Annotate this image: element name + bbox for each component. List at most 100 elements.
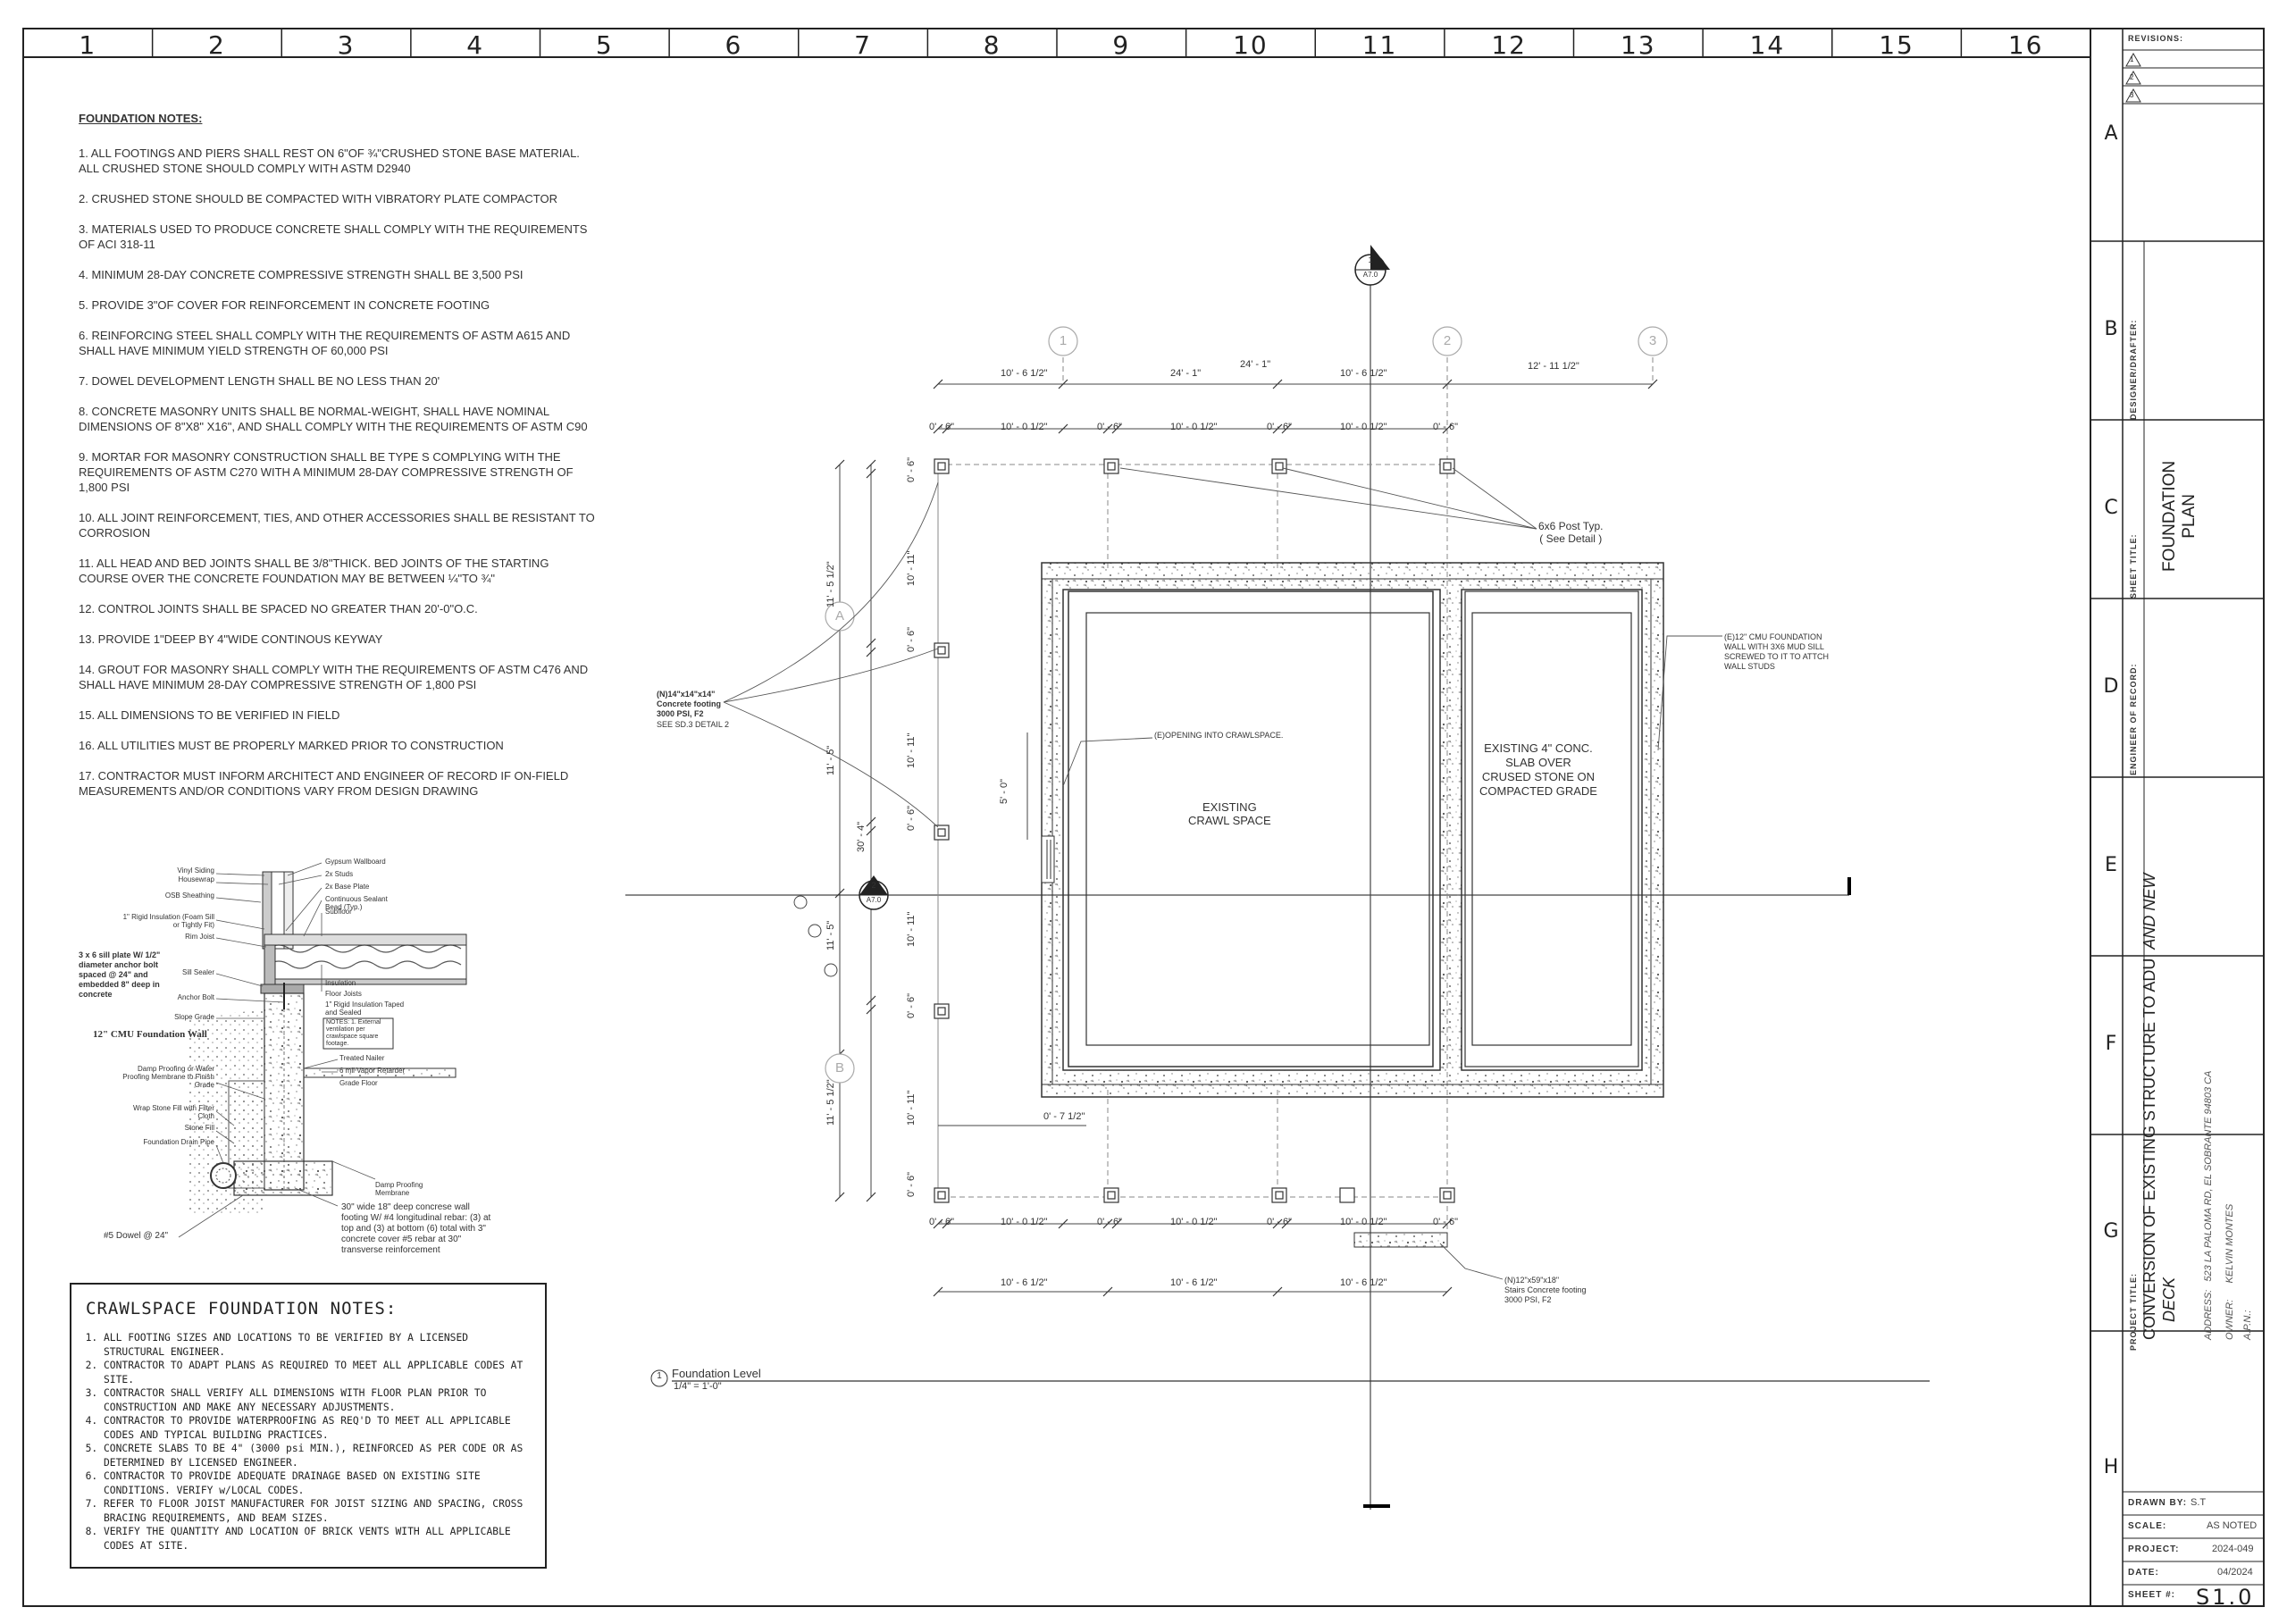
dimension-label: 10' - 6 1/2" xyxy=(1170,1277,1218,1288)
detail-left-label: Vinyl Siding xyxy=(177,866,214,875)
foundation-note-item: 16. ALL UTILITIES MUST BE PROPERLY MARKE… xyxy=(79,739,504,752)
dimension-label-vertical: 11' - 5" xyxy=(825,920,836,950)
dimension-label: 0' - 6" xyxy=(929,1217,955,1227)
foundation-notes: FOUNDATION NOTES: 1. ALL FOOTINGS AND PI… xyxy=(79,111,597,814)
column-number: 11 xyxy=(1361,30,1398,60)
view-scale: 1/4" = 1'-0" xyxy=(674,1381,722,1392)
dimension-label: 24' - 1" xyxy=(1240,359,1271,370)
dimension-label-vertical: 5' - 0" xyxy=(999,778,1009,804)
dimension-label: 0' - 6" xyxy=(1267,422,1293,432)
dimension-label: 10' - 0 1/2" xyxy=(1340,422,1387,432)
project-apn: A.P.N.: xyxy=(2242,1310,2253,1340)
dimension-label: 10' - 0 1/2" xyxy=(1001,422,1048,432)
detail-left-label: Rim Joist xyxy=(185,933,214,941)
designer-label: DESIGNER/DRAFTER: xyxy=(2129,319,2138,420)
grid-bubble-label: 3 xyxy=(1648,333,1657,348)
detail-right-label: 6 mil Vapor Retarder xyxy=(339,1067,406,1075)
date-label: DATE: xyxy=(2128,1568,2159,1578)
column-number: 9 xyxy=(1112,30,1131,60)
post-label: 6x6 Post Typ. ( See Detail ) xyxy=(1538,520,1604,545)
footing-note: 30" wide 18" deep concrese wall footing … xyxy=(341,1202,491,1255)
column-number: 6 xyxy=(725,30,743,60)
row-letter: A xyxy=(2104,122,2118,145)
sheet-title: FOUNDATION PLAN xyxy=(2160,460,2199,572)
crawlspace-note-item: CONTRACTOR TO PROVIDE ADEQUATE DRAINAGE … xyxy=(104,1469,532,1497)
detail-left-label: Housewrap xyxy=(178,875,214,883)
foundation-note-item: 10. ALL JOINT REINFORCEMENT, TIES, AND O… xyxy=(79,511,595,540)
dimension-label: 10' - 6 1/2" xyxy=(1001,368,1048,379)
section-marker-number: 2 xyxy=(871,881,876,890)
dimension-label: 12' - 11 1/2" xyxy=(1528,361,1579,372)
dimension-label: 10' - 6 1/2" xyxy=(1340,368,1387,379)
dimension-label: 10' - 6 1/2" xyxy=(1001,1277,1048,1288)
sill-plate-note: 3 x 6 sill plate W/ 1/2" diameter anchor… xyxy=(79,950,161,999)
column-number: 2 xyxy=(208,30,226,60)
column-number: 4 xyxy=(466,30,485,60)
dimension-label: 0' - 6" xyxy=(929,422,955,432)
view-title: Foundation Level xyxy=(672,1367,761,1380)
detail-right-label: Grade Floor xyxy=(339,1079,378,1087)
drawn-by-label: DRAWN BY: xyxy=(2128,1498,2188,1508)
detail-right-label: Treated Nailer xyxy=(339,1054,385,1062)
dimension-label: 0' - 7 1/2" xyxy=(1043,1111,1085,1122)
dimension-label: 10' - 0 1/2" xyxy=(1170,1217,1218,1227)
detail-notes-box: NOTES: 1. External ventilation per crawl… xyxy=(326,1019,381,1047)
dimension-label-vertical: 0' - 6" xyxy=(906,456,917,482)
row-letter: H xyxy=(2103,1456,2119,1478)
revision-3: 3 xyxy=(2130,91,2134,99)
view-title-number: 1 xyxy=(657,1371,662,1381)
detail-right-label: Continuous Sealant Bead (Typ.) xyxy=(325,895,388,911)
scale-label: SCALE: xyxy=(2128,1521,2167,1531)
foundation-note-item: 15. ALL DIMENSIONS TO BE VERIFIED IN FIE… xyxy=(79,708,340,722)
crawlspace-note-item: CONTRACTOR SHALL VERIFY ALL DIMENSIONS W… xyxy=(104,1386,532,1414)
foundation-note-item: 11. ALL HEAD AND BED JOINTS SHALL BE 3/8… xyxy=(79,557,549,585)
foundation-notes-title: FOUNDATION NOTES: xyxy=(79,112,203,125)
project-title: CONVERSION OF EXISTING STRUCTURE TO ADU … xyxy=(2140,873,2158,1340)
foundation-note-item: 12. CONTROL JOINTS SHALL BE SPACED NO GR… xyxy=(79,602,478,615)
crawlspace-note-item: CONTRACTOR TO ADAPT PLANS AS REQUIRED TO… xyxy=(104,1359,532,1386)
dimension-label-vertical: 11' - 5" xyxy=(825,745,836,775)
dimension-label-vertical: 10' - 11" xyxy=(906,911,917,947)
project-owner: OWNER: KELVIN MONTES xyxy=(2224,1203,2235,1340)
dowel-label: #5 Dowel @ 24" xyxy=(104,1231,169,1241)
dimension-label-vertical: 0' - 6" xyxy=(906,992,917,1018)
column-number: 3 xyxy=(337,30,356,60)
sheet-number-label: SHEET #: xyxy=(2128,1590,2176,1600)
crawlspace-note-item: VERIFY THE QUANTITY AND LOCATION OF BRIC… xyxy=(104,1525,532,1553)
section-marker-number: 1 xyxy=(1368,255,1373,264)
drawn-by-value: S.T xyxy=(2191,1497,2207,1508)
column-number: 10 xyxy=(1233,30,1269,60)
column-number: 5 xyxy=(595,30,614,60)
dimension-label-vertical: 0' - 6" xyxy=(906,1171,917,1197)
column-number: 14 xyxy=(1749,30,1786,60)
column-number: 13 xyxy=(1620,30,1656,60)
crawlspace-note-item: ALL FOOTING SIZES AND LOCATIONS TO BE VE… xyxy=(104,1331,532,1359)
column-number: 7 xyxy=(854,30,872,60)
dimension-label: 0' - 6" xyxy=(1097,1217,1123,1227)
cmu-wall-label: 12" CMU Foundation Wall xyxy=(93,1029,207,1040)
column-number: 16 xyxy=(2007,30,2044,60)
dimension-label: 24' - 1" xyxy=(1170,368,1202,379)
engineer-label: ENGINEER OF RECORD: xyxy=(2129,663,2138,775)
row-letter: D xyxy=(2103,675,2119,698)
stair-footing-label: (N)12"x59"x18" Stairs Concrete footing 3… xyxy=(1504,1276,1587,1304)
dimension-label-vertical: 10' - 11" xyxy=(906,732,917,768)
detail-left-label: Wrap Stone Fill with Filter Cloth xyxy=(133,1104,214,1120)
row-letter: C xyxy=(2104,497,2118,519)
date-value: 04/2024 xyxy=(2217,1567,2253,1578)
grid-bubble-label: 1 xyxy=(1059,333,1068,348)
dimension-label-vertical: 11' - 5 1/2" xyxy=(825,561,836,607)
detail-left-label: OSB Sheathing xyxy=(164,892,214,900)
foundation-note-item: 5. PROVIDE 3"OF COVER FOR REINFORCEMENT … xyxy=(79,298,490,312)
foundation-note-item: 1. ALL FOOTINGS AND PIERS SHALL REST ON … xyxy=(79,146,580,175)
column-number: 12 xyxy=(1491,30,1527,60)
row-letter: B xyxy=(2104,318,2118,340)
revision-1: 1 xyxy=(2130,55,2134,63)
detail-left-label: Slope Grade xyxy=(174,1013,214,1021)
crawlspace-note-item: CONTRACTOR TO PROVIDE WATERPROOFING AS R… xyxy=(104,1414,532,1442)
foundation-note-item: 9. MORTAR FOR MASONRY CONSTRUCTION SHALL… xyxy=(79,450,574,494)
dimension-label-vertical: 10' - 11" xyxy=(906,1090,917,1126)
column-number: 15 xyxy=(1879,30,1914,60)
detail-right-label: Insulation xyxy=(325,979,356,987)
crawlspace-notes-list: ALL FOOTING SIZES AND LOCATIONS TO BE VE… xyxy=(84,1331,532,1553)
